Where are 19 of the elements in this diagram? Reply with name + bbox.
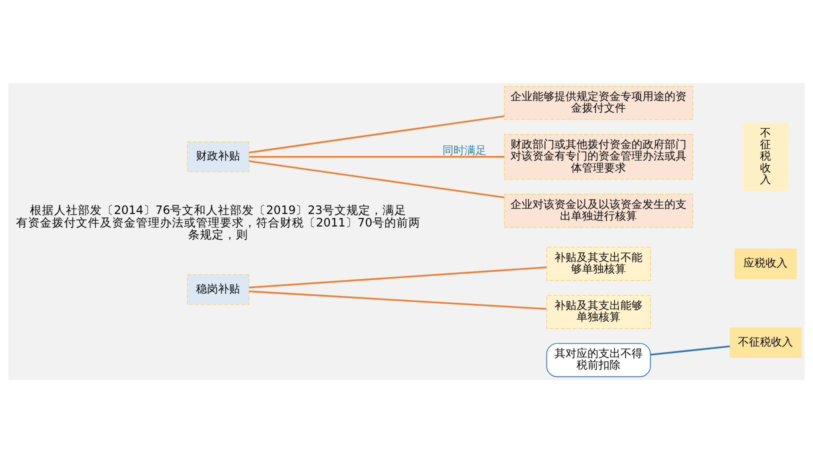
node-box: 补贴及其支出能够单独核算: [546, 294, 651, 329]
connector: [249, 156, 504, 158]
connector: [248, 160, 504, 198]
node-box: 企业能够提供规定资金专项用途的资金拨付文件: [504, 86, 694, 120]
node-box: 稳岗补贴: [187, 274, 250, 305]
connector: [650, 346, 730, 356]
edge-label: 同时满足: [442, 144, 487, 157]
node-box: 不征税收入: [742, 122, 789, 192]
node-box: 其对应的支出不得税前扣除: [546, 343, 651, 378]
node-box: 财政补贴: [187, 141, 250, 172]
node-box: 不征税收入: [730, 327, 802, 358]
node-box: 补贴及其支出不能够单独核算: [546, 246, 651, 281]
node-box: 财政部门或其他拨付资金的政府部门对该资金有专门的资金管理办法或具体管理要求: [504, 134, 694, 180]
connector: [248, 115, 504, 154]
node-box: 企业对该资金以及以该资金发生的支出单独进行核算: [504, 194, 694, 228]
node-box: 应税收入: [734, 248, 797, 280]
connector: [248, 266, 546, 288]
label: 根据人社部发〔2014〕76号文和人社部发〔2019〕23号文规定，满足有资金拨付文件及资金管理办法或管理要求，符合财税〔2011〕70号的前两条规定，则: [16, 202, 420, 242]
connector: [249, 290, 546, 310]
